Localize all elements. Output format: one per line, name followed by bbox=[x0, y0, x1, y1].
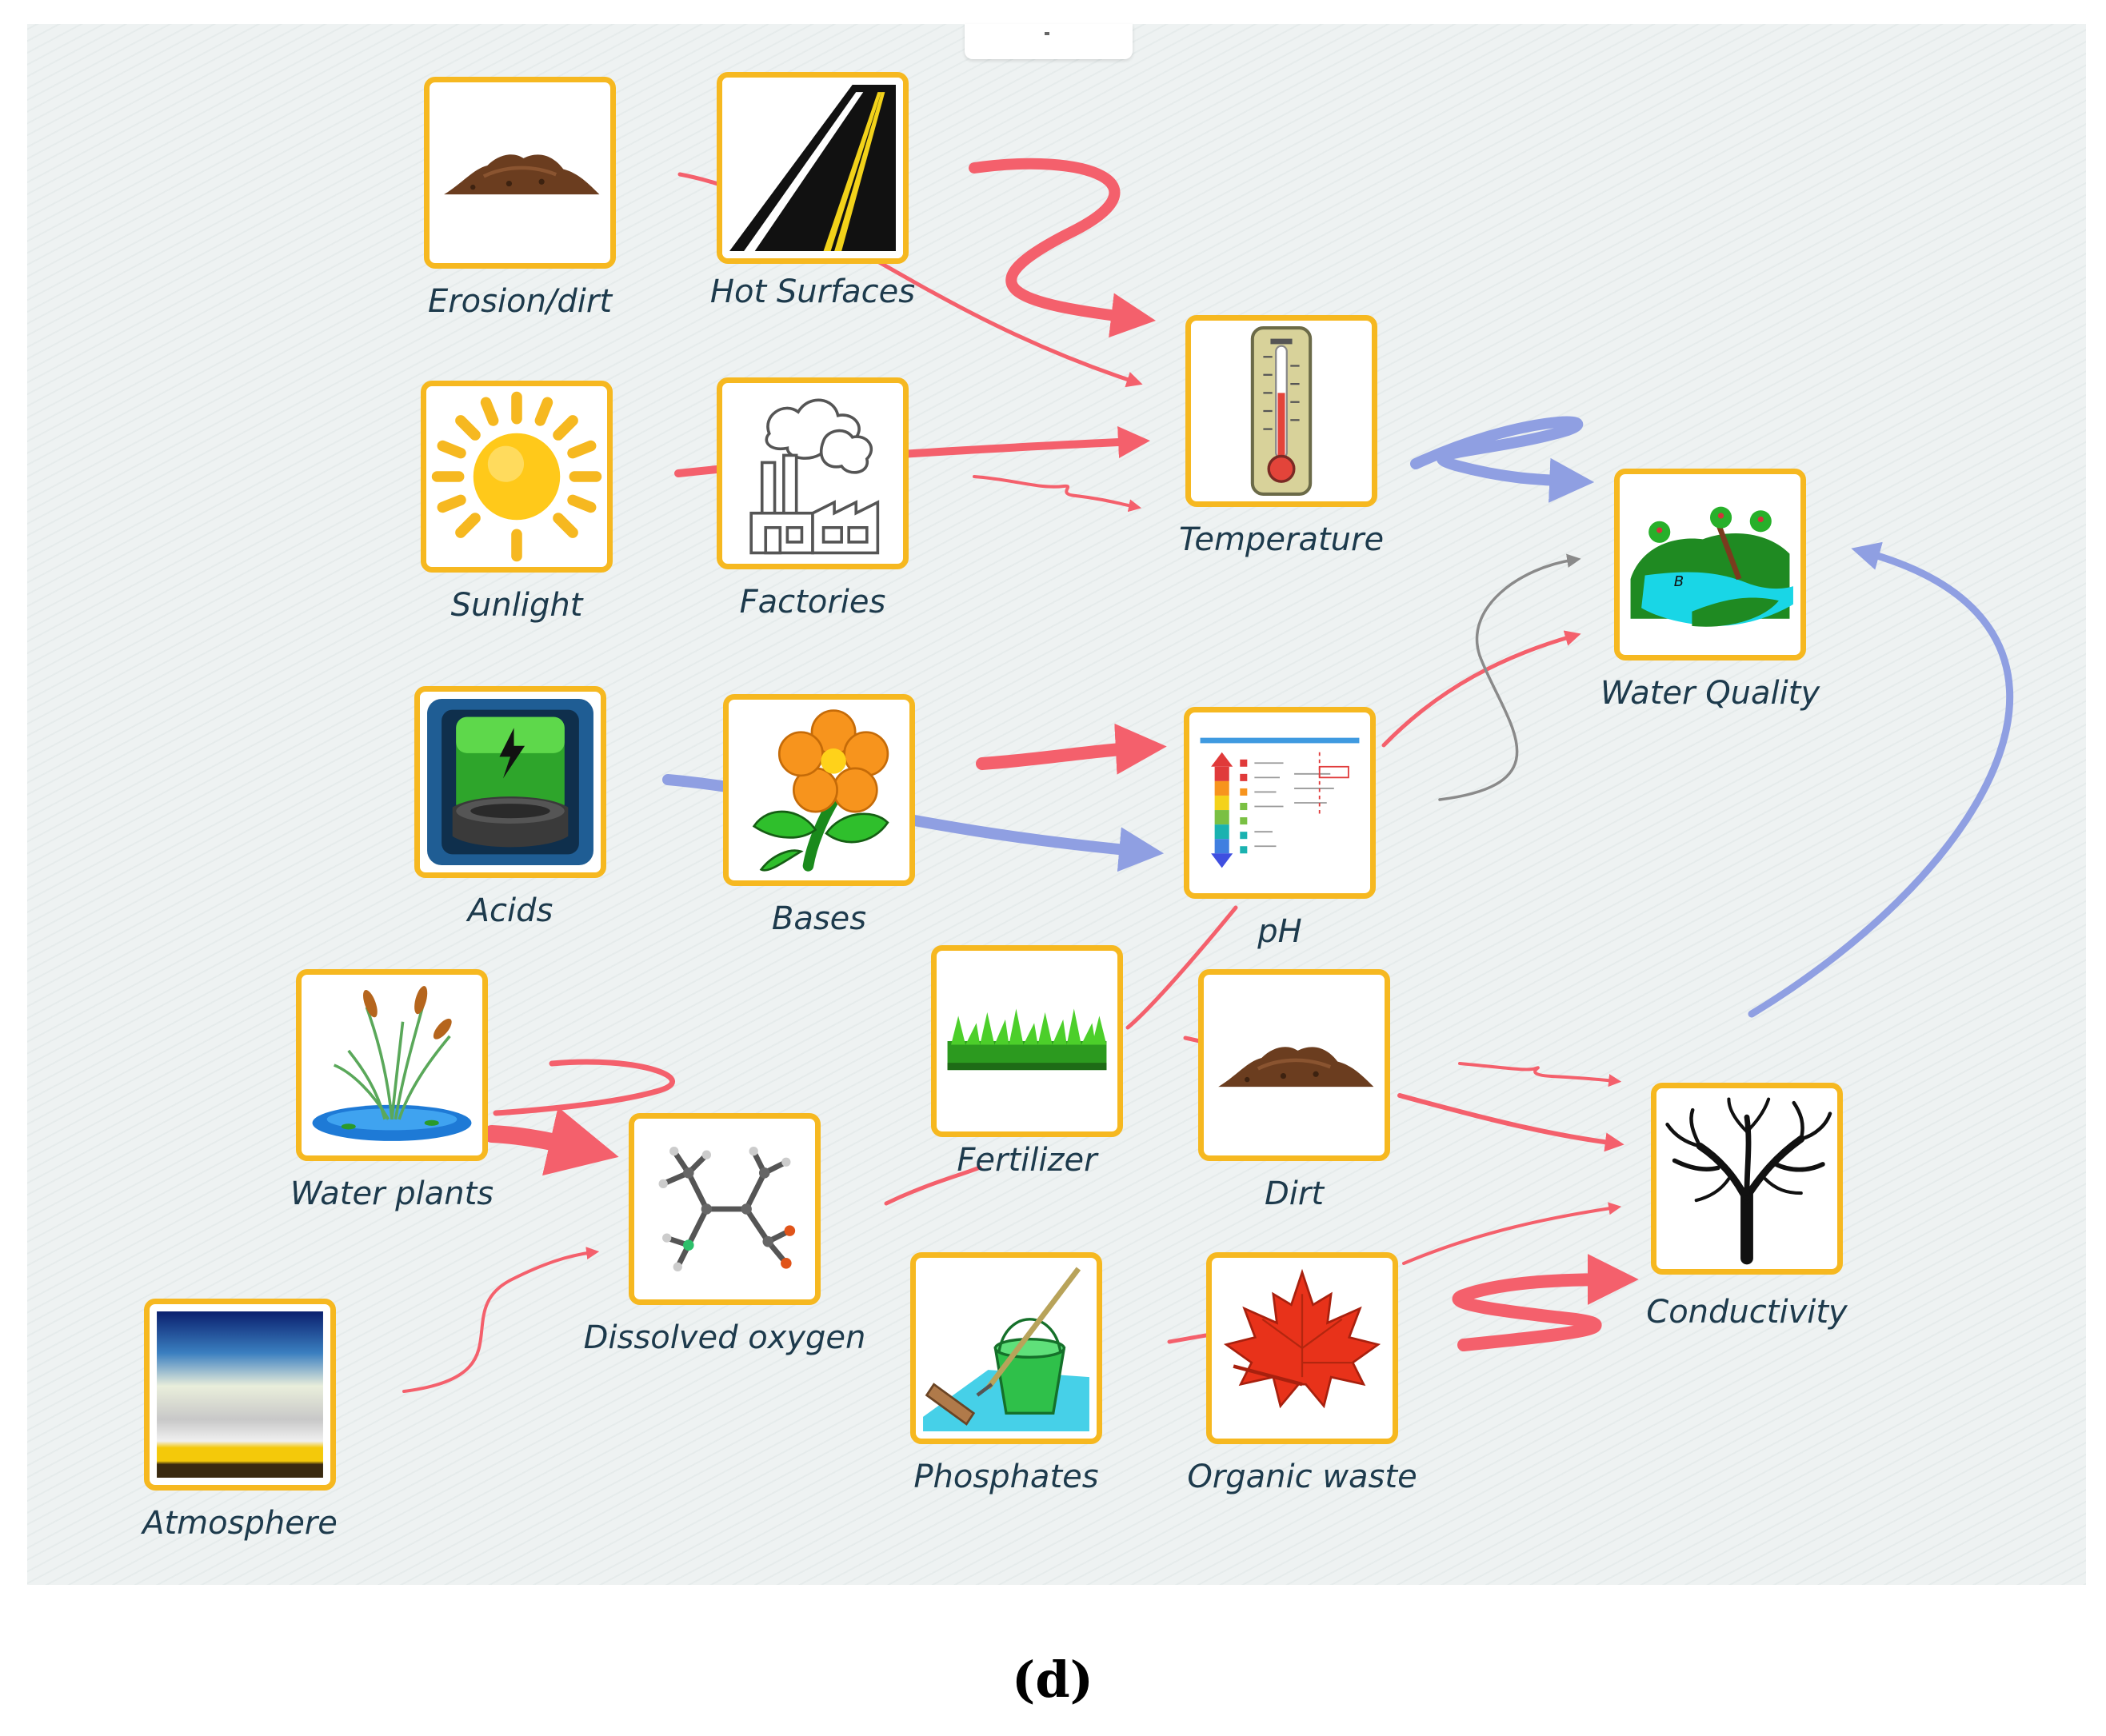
label-bases: Bases bbox=[771, 900, 867, 937]
card-sunlight[interactable] bbox=[421, 381, 613, 573]
link-ph-water-quality-neutral bbox=[1438, 553, 1581, 801]
label-hot-surfaces: Hot Surfaces bbox=[709, 273, 916, 310]
link-water-plants-dissolved-oxygen bbox=[483, 1107, 619, 1176]
label-organic-waste: Organic waste bbox=[1187, 1459, 1417, 1495]
bare-tree-icon bbox=[1665, 1097, 1832, 1265]
link-acids-ph bbox=[976, 723, 1167, 775]
label-acids: Acids bbox=[467, 892, 553, 929]
panel-label: (d) bbox=[1011, 1650, 1094, 1709]
thermometer-icon bbox=[1250, 326, 1313, 496]
link-dirt-conductivity bbox=[1397, 1093, 1624, 1152]
card-phosphates[interactable] bbox=[910, 1252, 1102, 1444]
card-water-quality[interactable]: B bbox=[1614, 469, 1806, 660]
label-phosphates: Phosphates bbox=[913, 1459, 1099, 1495]
label-conductivity: Conductivity bbox=[1646, 1294, 1848, 1331]
link-organic-waste-conductivity bbox=[1452, 1254, 1639, 1351]
card-acids[interactable] bbox=[414, 686, 606, 878]
card-organic-waste[interactable] bbox=[1206, 1252, 1398, 1444]
link-dirt-conductivity-a bbox=[1458, 1062, 1622, 1087]
link-organic-waste-conductivity-a bbox=[1402, 1202, 1622, 1265]
factory-icon bbox=[749, 398, 880, 555]
maple-leaf-icon bbox=[1223, 1268, 1381, 1409]
card-water-plants[interactable] bbox=[296, 969, 488, 1161]
card-fertilizer[interactable] bbox=[931, 945, 1123, 1137]
card-factories[interactable] bbox=[717, 377, 909, 569]
link-conductivity-water-quality bbox=[1748, 541, 2014, 1018]
card-conductivity[interactable] bbox=[1651, 1083, 1843, 1275]
card-dirt[interactable] bbox=[1198, 969, 1390, 1161]
label-dirt: Dirt bbox=[1264, 1175, 1325, 1212]
molecule-icon bbox=[658, 1147, 796, 1271]
label-factories: Factories bbox=[739, 584, 886, 621]
dirt-pile-icon bbox=[1218, 1047, 1374, 1087]
cattail-icon bbox=[312, 986, 472, 1141]
card-temperature[interactable] bbox=[1185, 315, 1377, 507]
flower-icon bbox=[752, 709, 889, 872]
diagram-canvas bbox=[27, 24, 2086, 1585]
grass-icon bbox=[947, 1008, 1107, 1071]
card-dissolved-oxygen[interactable] bbox=[629, 1113, 821, 1305]
dirt-pile-icon bbox=[444, 154, 600, 195]
link-temperature-water-quality bbox=[1410, 416, 1595, 503]
label-atmosphere: Atmosphere bbox=[142, 1505, 338, 1542]
road-icon bbox=[722, 78, 903, 258]
sun-icon bbox=[431, 391, 602, 562]
link-ph-water-quality bbox=[1381, 630, 1581, 748]
link-phosphates-organic-waste bbox=[1167, 1333, 1209, 1344]
card-hot-surfaces[interactable] bbox=[717, 72, 909, 264]
link-fertilizer-dirt bbox=[1183, 1036, 1202, 1044]
link-water-plants-dissolved-oxygen-a bbox=[493, 1059, 676, 1116]
label-ph: pH bbox=[1257, 913, 1302, 950]
link-atmosphere-dissolved-oxygen bbox=[402, 1247, 600, 1393]
canvas-top-tab[interactable] bbox=[965, 24, 1133, 59]
link-factories-temperature bbox=[973, 475, 1142, 513]
label-dissolved-oxygen: Dissolved oxygen bbox=[583, 1319, 866, 1356]
landscape-stream-icon: B bbox=[1630, 506, 1793, 627]
label-erosion-dirt: Erosion/dirt bbox=[427, 283, 613, 320]
sky-gradient-icon bbox=[157, 1311, 323, 1478]
link-hot-surfaces-temperature bbox=[969, 158, 1157, 338]
label-temperature: Temperature bbox=[1178, 521, 1385, 558]
card-atmosphere[interactable] bbox=[144, 1299, 336, 1491]
label-water-plants: Water plants bbox=[290, 1175, 494, 1212]
label-fertilizer: Fertilizer bbox=[957, 1142, 1097, 1179]
card-ph[interactable] bbox=[1184, 707, 1376, 899]
label-water-quality: Water Quality bbox=[1600, 675, 1820, 712]
label-sunlight: Sunlight bbox=[450, 587, 583, 624]
card-bases[interactable] bbox=[723, 694, 915, 886]
ph-scale-icon bbox=[1200, 737, 1360, 868]
link-dissolved-oxygen-fertilizer bbox=[884, 1165, 982, 1206]
link-fertilizer-ph bbox=[1125, 905, 1238, 1030]
battery-icon bbox=[427, 699, 593, 865]
card-erosion-dirt[interactable] bbox=[424, 77, 616, 269]
bucket-mop-icon bbox=[923, 1267, 1089, 1431]
svg-text:B: B bbox=[1674, 573, 1684, 590]
